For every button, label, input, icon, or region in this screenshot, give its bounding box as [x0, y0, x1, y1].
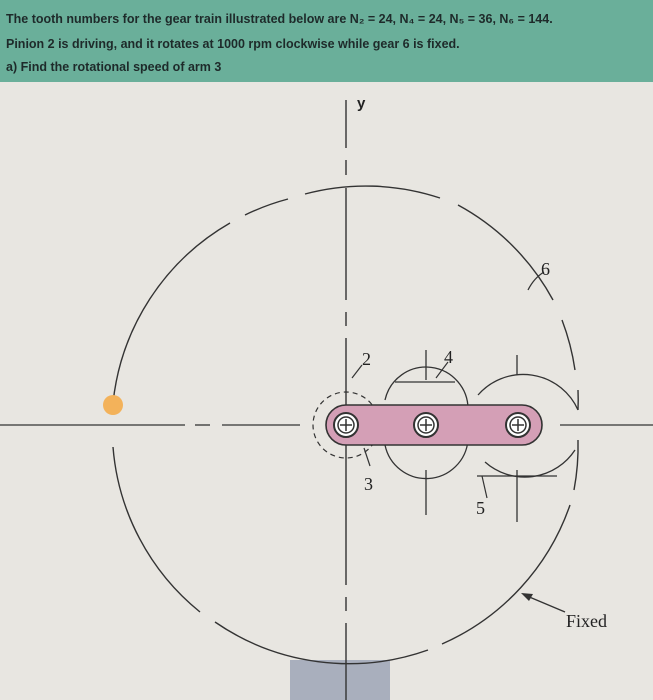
- pinion-2-label: 2: [362, 349, 371, 369]
- arm-3-label: 3: [364, 474, 373, 494]
- gear-4-leader: [435, 361, 449, 379]
- problem-header: The tooth numbers for the gear train ill…: [0, 0, 653, 82]
- gear-6-ring: [112, 185, 579, 665]
- pivot-icon: [505, 412, 531, 438]
- problem-line-1: The tooth numbers for the gear train ill…: [6, 12, 553, 26]
- question-a: a) Find the rotational speed of arm 3: [6, 60, 222, 74]
- problem-line-2: Pinion 2 is driving, and it rotates at 1…: [6, 37, 460, 51]
- gear-train-diagram: y 6 2 4: [0, 82, 653, 700]
- pivot-icon: [413, 412, 439, 438]
- gear-4-label: 4: [444, 347, 453, 367]
- gear-6-leader: [527, 271, 545, 291]
- gear-5-leader: [481, 475, 488, 499]
- gear-6-label: 6: [541, 259, 550, 279]
- ground-block: [290, 660, 390, 700]
- pivot-icon: [333, 412, 359, 438]
- fixed-label: Fixed: [566, 611, 607, 631]
- gear-4: [384, 350, 469, 515]
- arm-3-leader: [363, 447, 371, 467]
- gear-5: [477, 355, 579, 522]
- gear-5-label: 5: [476, 498, 485, 518]
- highlight-spot: [103, 395, 123, 415]
- pinion-2-leader: [351, 364, 363, 379]
- fixed-arrow-icon: [521, 593, 566, 613]
- y-axis-label: y: [357, 95, 366, 112]
